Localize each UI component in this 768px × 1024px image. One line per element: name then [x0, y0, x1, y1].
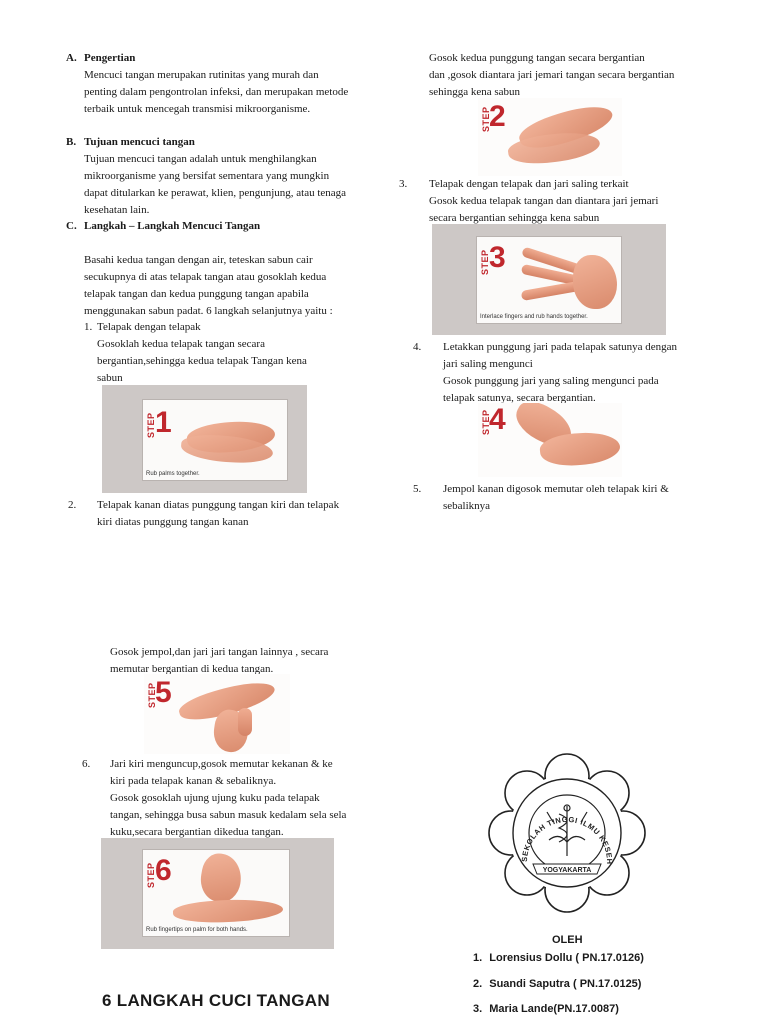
section-a-line-3: terbaik untuk mencegah transmisi mikroor… — [84, 103, 311, 115]
section-a-marker: A. — [66, 52, 77, 64]
section-c-intro-1: Basahi kedua tangan dengan air, teteskan… — [84, 254, 313, 266]
step-5-num: 5 — [155, 676, 172, 709]
section-b-line-3: dapat ditularkan ke perawat, klien, peng… — [84, 187, 347, 199]
section-b-heading: Tujuan mencuci tangan — [84, 136, 195, 148]
section-b-line-4: kesehatan lain. — [84, 204, 150, 216]
author-num: 1. — [473, 952, 483, 964]
section-c-marker: C. — [66, 220, 77, 232]
step-2-num: 2 — [489, 100, 506, 133]
author-item: 3. Maria Lande(PN.17.0087) — [473, 1001, 619, 1017]
step-6-line-2: kiri pada telapak kanan & sebaliknya. — [110, 775, 277, 787]
step-4-line-1: Letakkan punggung jari pada telapak satu… — [443, 341, 677, 353]
authors-label: OLEH — [552, 934, 583, 946]
section-a-line-2: penting dalam pengontrolan infeksi, dan … — [84, 86, 349, 98]
step-1-line-2: bergantian,sehingga kedua telapak Tangan… — [97, 355, 307, 367]
section-c-intro-2: secukupnya di atas telapak tangan atau g… — [84, 271, 327, 283]
step-3-number: 3. — [399, 178, 408, 190]
step-1-photo: STEP 1 Rub palms together. — [142, 399, 288, 481]
thumb-shape — [238, 708, 252, 736]
step-5-cont-line-2: memutar bergantian di kedua tangan. — [110, 663, 274, 675]
step-3-line-3: secara bergantian sehingga kena sabun — [429, 212, 600, 224]
institution-seal-icon: SEKOLAH TINGGI ILMU KESEHATAN WIRA HUSAD… — [483, 745, 647, 914]
author-name: Maria Lande(PN.17.0087) — [489, 1003, 619, 1015]
step-2-cont-line-2: dan ,gosok diantara jari jemari tangan s… — [429, 69, 675, 81]
hand-shape — [573, 255, 617, 309]
step-2-cont-line-1: Gosok kedua punggung tangan secara berga… — [429, 52, 645, 64]
step-6-number: 6. — [82, 758, 91, 770]
step-2-line-2: kiri diatas punggung tangan kanan — [97, 516, 249, 528]
hand-shape — [172, 897, 284, 925]
step-2-number: 2. — [68, 499, 77, 511]
step-5-line-2: sebaliknya — [443, 500, 491, 512]
section-c-intro-4: menggunakan sabun padat. 6 langkah selan… — [84, 305, 333, 317]
step-4-num: 4 — [489, 403, 506, 436]
step-4-number: 4. — [413, 341, 422, 353]
step-3-caption: Interlace fingers and rub hands together… — [480, 314, 588, 320]
section-b-line-1: Tujuan mencuci tangan adalah untuk mengh… — [84, 153, 317, 165]
step-2-line-1: Telapak kanan diatas punggung tangan kir… — [97, 499, 340, 511]
step-1-title: Telapak dengan telapak — [97, 321, 201, 333]
section-b-marker: B. — [66, 136, 77, 148]
step-1-image: STEP 1 Rub palms together. — [102, 385, 307, 493]
section-c-heading: Langkah – Langkah Mencuci Tangan — [84, 220, 261, 232]
step-6-caption: Rub fingertips on palm for both hands. — [146, 927, 248, 933]
step-1-line-1: Gosoklah kedua telapak tangan secara — [97, 338, 265, 350]
step-5-number: 5. — [413, 483, 422, 495]
section-a-heading: Pengertian — [84, 52, 136, 64]
section-b-line-2: mikroorganisme yang bersifat sementara y… — [84, 170, 330, 182]
step-1-num: 1 — [155, 406, 172, 439]
step-6-photo: STEP 6 Rub fingertips on palm for both h… — [142, 849, 290, 937]
step-1-line-3: sabun — [97, 372, 123, 384]
author-item: 1. Lorensius Dollu ( PN.17.0126) — [473, 950, 644, 966]
step-4-line-3: Gosok punggung jari yang saling mengunci… — [443, 375, 659, 387]
hand-shape — [197, 850, 245, 906]
step-1-number: 1. — [84, 321, 93, 333]
author-num: 3. — [473, 1003, 483, 1015]
page-title: 6 LANGKAH CUCI TANGAN — [102, 991, 330, 1010]
step-3-num: 3 — [489, 241, 506, 274]
step-6-line-5: kuku,secara bergantian dikedua tangan. — [110, 826, 284, 838]
step-4-line-2: jari saling mengunci — [443, 358, 533, 370]
step-6-num: 6 — [155, 854, 172, 887]
step-2-cont-line-3: sehingga kena sabun — [429, 86, 521, 98]
step-3-line-1: Telapak dengan telapak dan jari saling t… — [429, 178, 629, 190]
author-name: Suandi Saputra ( PN.17.0125) — [489, 978, 642, 990]
step-6-line-4: tangan, sehingga busa sabun masuk kedala… — [110, 809, 347, 821]
step-5-image: STEP 5 — [144, 674, 290, 754]
step-3-line-2: Gosok kedua telapak tangan dan diantara … — [429, 195, 659, 207]
step-6-image: STEP 6 Rub fingertips on palm for both h… — [101, 838, 334, 949]
step-6-line-1: Jari kiri menguncup,gosok memutar kekana… — [110, 758, 333, 770]
step-1-caption: Rub palms together. — [146, 471, 200, 477]
step-3-image: STEP 3 Interlace fingers and rub hands t… — [432, 224, 666, 335]
author-num: 2. — [473, 978, 483, 990]
section-a-line-1: Mencuci tangan merupakan rutinitas yang … — [84, 69, 319, 81]
author-item: 2. Suandi Saputra ( PN.17.0125) — [473, 976, 641, 992]
author-name: Lorensius Dollu ( PN.17.0126) — [489, 952, 644, 964]
step-3-photo: STEP 3 Interlace fingers and rub hands t… — [476, 236, 622, 324]
step-5-line-1: Jempol kanan digosok memutar oleh telapa… — [443, 483, 669, 495]
seal-banner-text: YOGYAKARTA — [543, 867, 592, 874]
step-4-image: STEP 4 — [478, 403, 622, 477]
step-5-cont-line-1: Gosok jempol,dan jari jari tangan lainny… — [110, 646, 329, 658]
section-c-intro-3: telapak tangan dan kedua punggung tangan… — [84, 288, 309, 300]
step-4-line-4: telapak satunya, secara bergantian. — [443, 392, 596, 404]
step-6-line-3: Gosok gosoklah ujung ujung kuku pada tel… — [110, 792, 320, 804]
step-2-image: STEP 2 — [478, 98, 622, 176]
